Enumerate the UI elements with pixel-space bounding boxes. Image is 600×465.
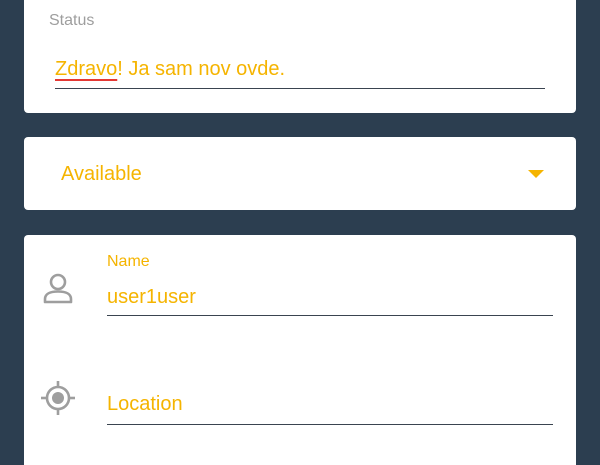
status-value-rest: ! Ja sam nov ovde. bbox=[117, 58, 286, 80]
location-placeholder: Location bbox=[107, 393, 183, 415]
location-input[interactable]: Location bbox=[107, 388, 553, 425]
availability-dropdown[interactable]: Available bbox=[24, 137, 576, 210]
status-label: Status bbox=[49, 12, 95, 29]
name-value[interactable]: user1user bbox=[107, 286, 196, 308]
profile-card: Name user1user Location bbox=[24, 235, 576, 465]
name-input[interactable]: user1user bbox=[107, 281, 553, 316]
status-input[interactable]: Zdravo! Ja sam nov ovde. bbox=[55, 50, 545, 89]
availability-selected-value: Available bbox=[61, 163, 142, 185]
name-label: Name bbox=[107, 253, 150, 270]
person-outline-icon bbox=[43, 273, 73, 304]
gps-target-icon bbox=[41, 381, 75, 415]
status-value[interactable]: Zdravo! Ja sam nov ovde. bbox=[55, 58, 285, 81]
misspelled-word[interactable]: Zdravo bbox=[55, 58, 118, 80]
dropdown-triangle-icon[interactable] bbox=[528, 170, 544, 178]
status-card: Status Zdravo! Ja sam nov ovde. bbox=[24, 0, 576, 113]
